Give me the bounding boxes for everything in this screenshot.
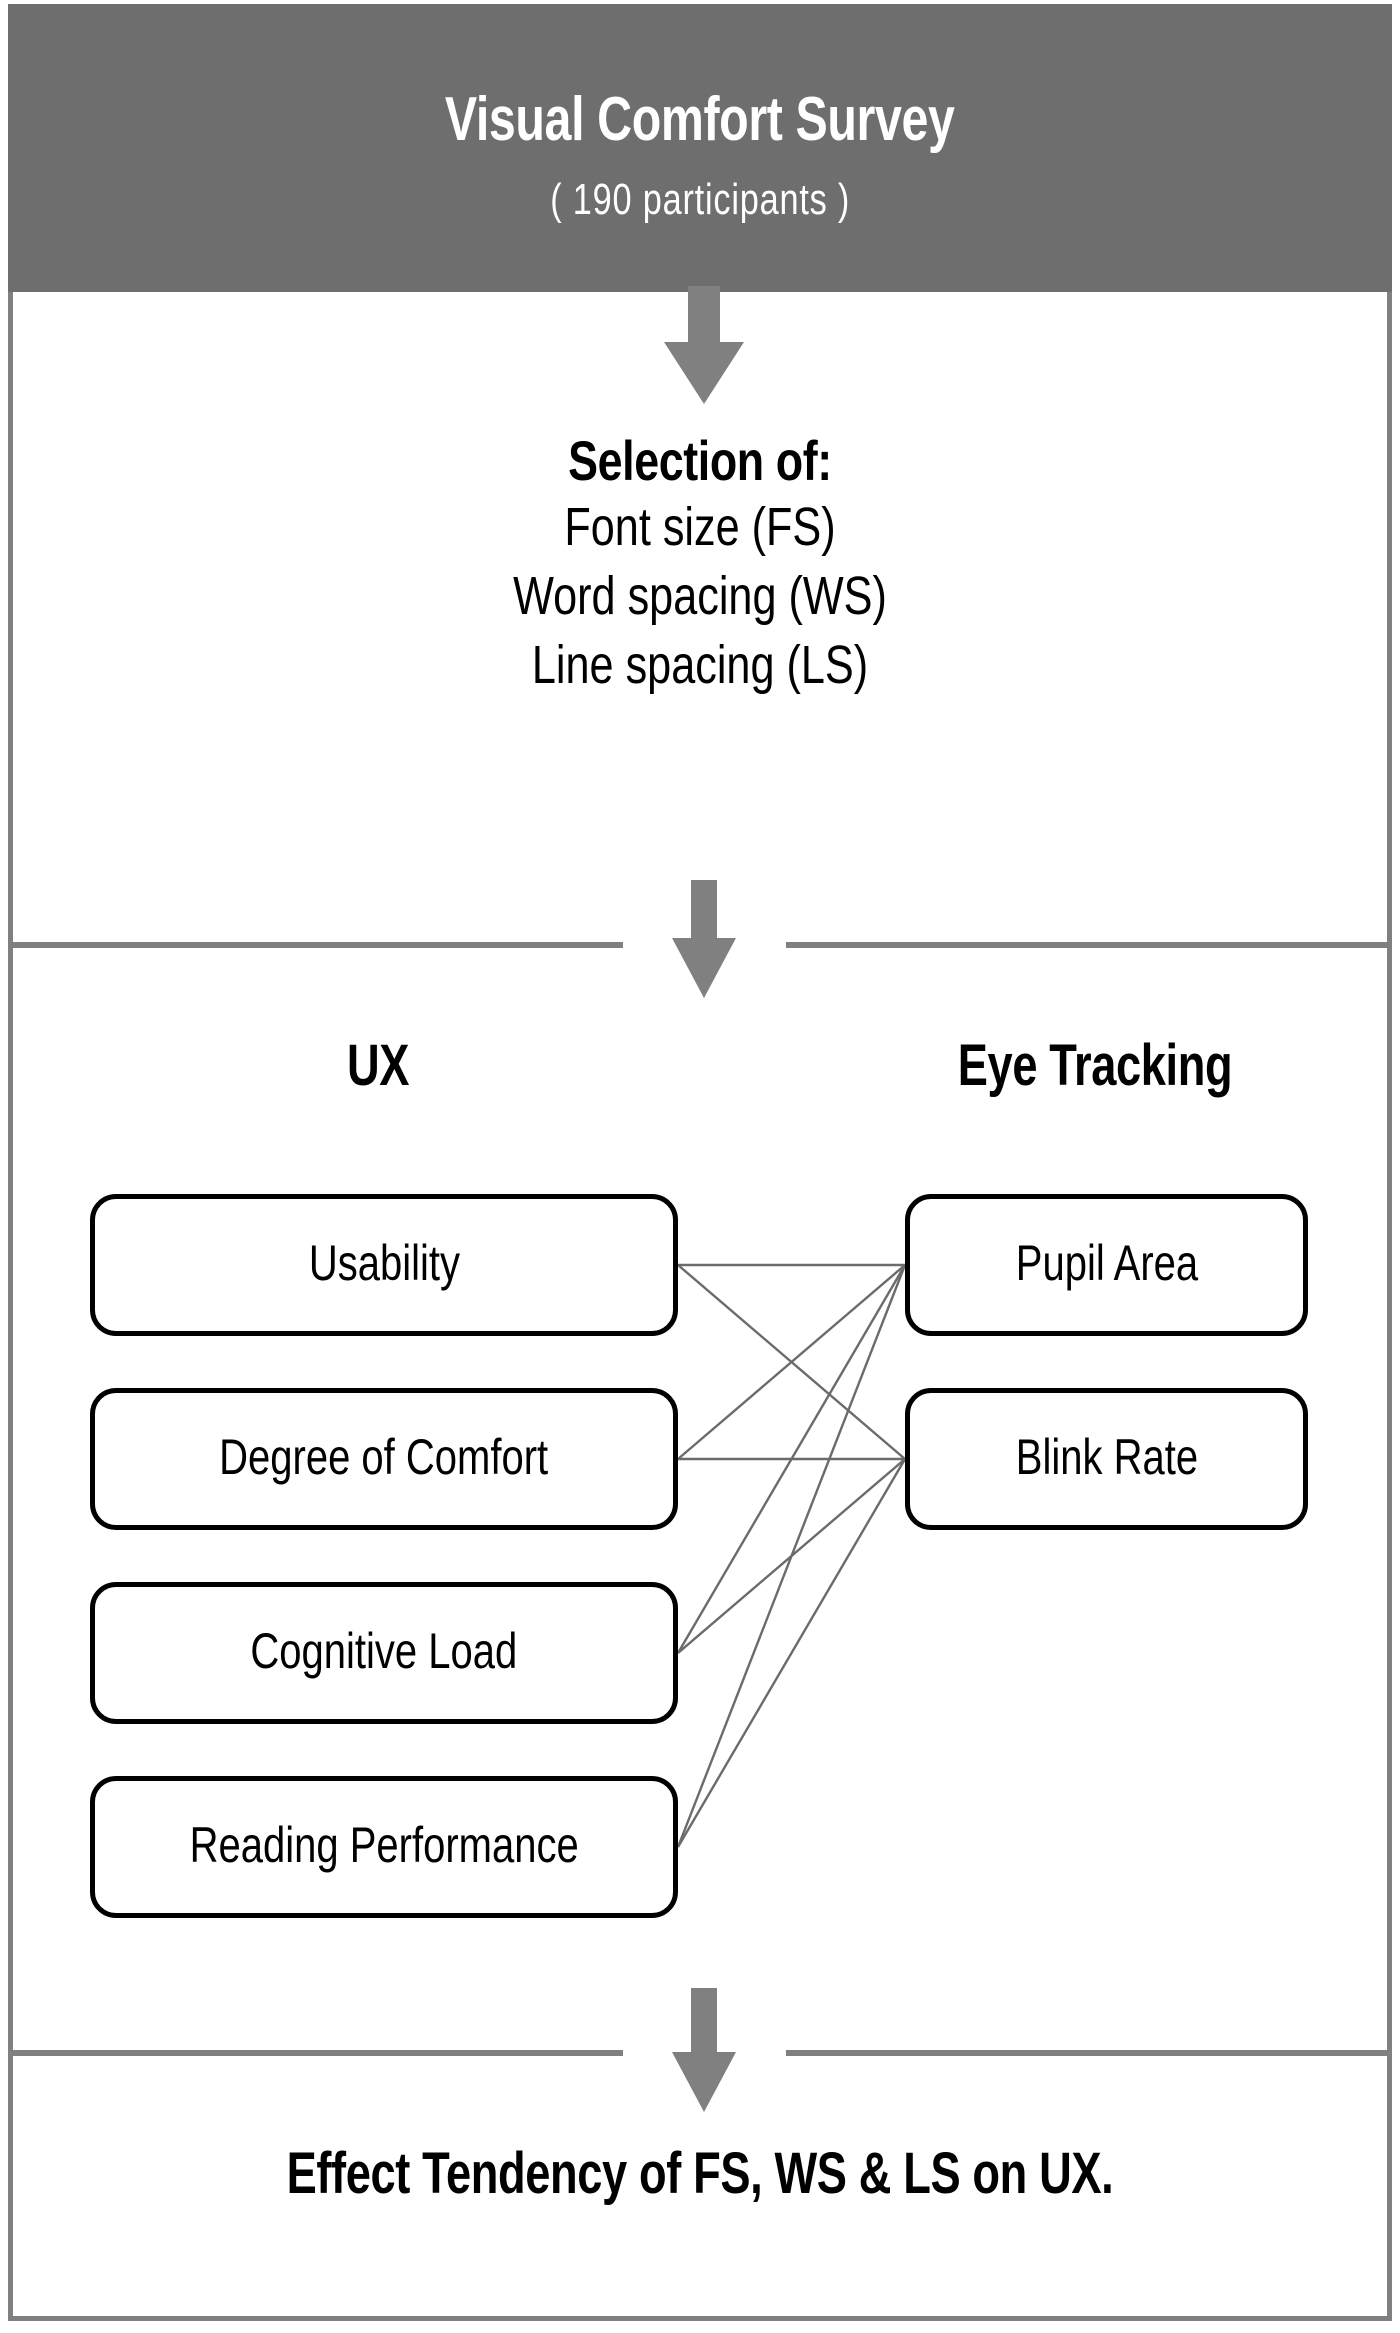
conclusion-text: Effect Tendency of FS, WS & LS on UX. [286,2141,1114,2206]
connector-degree-of-comfort-pupil-area [677,1264,906,1460]
figure-border-right [1387,4,1392,2320]
connector-usability-blink-rate [677,1264,906,1460]
survey-header-band: Visual Comfort Survey ( 190 participants… [8,4,1392,292]
column-heading-eye-tracking: Eye Tracking [957,1033,1233,1098]
page-title: Visual Comfort Survey [445,85,955,155]
ux-box-label: Reading Performance [189,1817,579,1873]
section-divider-lower-right [786,2050,1387,2056]
eye-tracking-box-pupil-area[interactable]: Pupil Area [905,1194,1308,1336]
connector-reading-performance-blink-rate [676,1458,907,1848]
selection-item-font-size: Font size (FS) [564,496,836,557]
arrow-head [672,2052,736,2112]
connector-reading-performance-pupil-area [676,1264,907,1848]
section-divider-lower-left [13,2050,623,2056]
conclusion-block: Effect Tendency of FS, WS & LS on UX. [8,2140,1392,2207]
arrow-head [664,342,744,404]
eye-tracking-box-label: Pupil Area [1015,1235,1198,1291]
connector-cognitive-load-pupil-area [676,1264,907,1654]
ux-box-label: Degree of Comfort [219,1429,549,1485]
selection-block: Selection of: Font size (FS) Word spacin… [8,429,1392,700]
figure-border-left [8,4,13,2320]
selection-item-line-spacing: Line spacing (LS) [531,634,869,695]
arrow-head [672,938,736,998]
ux-box-label: Usability [308,1235,460,1291]
selection-item-word-spacing: Word spacing (WS) [513,565,887,626]
participant-count: ( 190 participants ) [550,174,850,224]
ux-box-label: Cognitive Load [250,1623,518,1679]
arrow-stem [688,286,720,344]
ux-box-cognitive-load[interactable]: Cognitive Load [90,1582,678,1724]
down-arrow-icon-measures-to-conclusion [664,1988,744,2118]
ux-box-reading-performance[interactable]: Reading Performance [90,1776,678,1918]
ux-box-usability[interactable]: Usability [90,1194,678,1336]
section-divider-upper-right [786,942,1387,948]
arrow-stem [691,1988,717,2054]
figure-border-bottom [8,2316,1392,2321]
arrow-stem [691,880,717,940]
connector-cognitive-load-blink-rate [677,1458,906,1654]
ux-box-degree-of-comfort[interactable]: Degree of Comfort [90,1388,678,1530]
down-arrow-icon-survey-to-selection [664,286,744,406]
down-arrow-icon-selection-to-measures [664,880,744,1000]
column-heading-ux: UX [346,1033,410,1098]
eye-tracking-box-label: Blink Rate [1015,1429,1198,1485]
selection-heading: Selection of: [568,429,832,492]
eye-tracking-box-blink-rate[interactable]: Blink Rate [905,1388,1308,1530]
section-divider-upper-left [13,942,623,948]
